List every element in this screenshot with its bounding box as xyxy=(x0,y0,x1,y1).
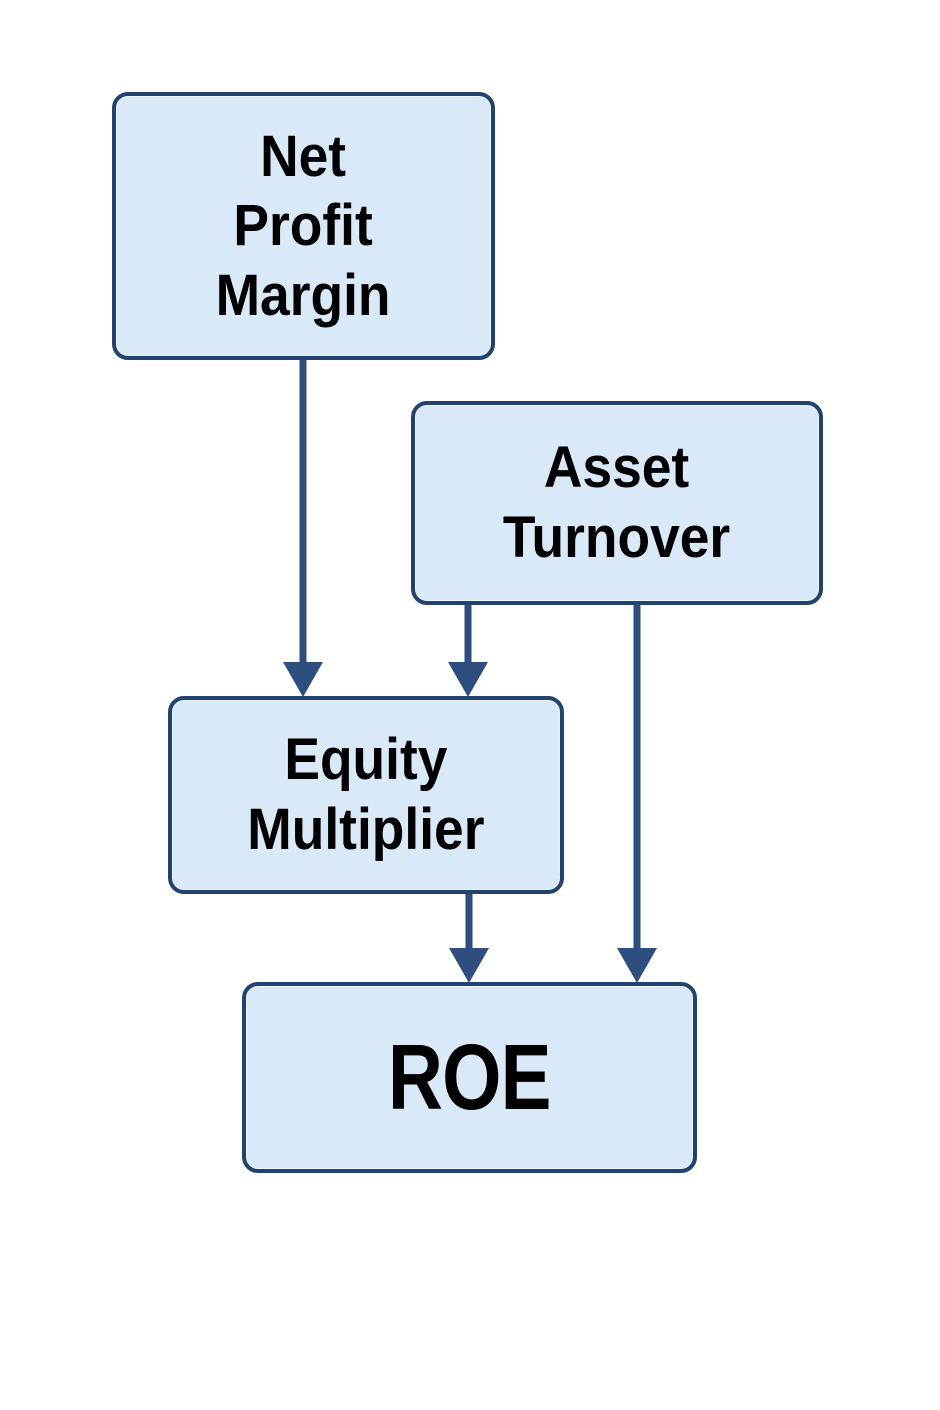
node-label-net-profit-margin: Net Profit Margin xyxy=(216,122,391,331)
label-line: Turnover xyxy=(503,505,731,570)
node-label-asset-turnover: Asset Turnover xyxy=(503,433,730,572)
node-net-profit-margin: Net Profit Margin xyxy=(112,92,495,360)
label-line: Net xyxy=(260,123,347,189)
node-equity-multiplier: Equity Multiplier xyxy=(168,696,564,894)
label-line: Multiplier xyxy=(247,797,485,862)
node-label-equity-multiplier: Equity Multiplier xyxy=(247,725,484,864)
node-roe: ROE xyxy=(242,982,697,1173)
label-line: Margin xyxy=(216,262,391,328)
node-asset-turnover: Asset Turnover xyxy=(411,401,823,605)
edge-asset-turnover-to-roe xyxy=(617,603,657,983)
edge-net-profit-margin-to-equity-multiplier xyxy=(283,358,323,697)
label-line: Asset xyxy=(544,435,690,501)
edge-equity-multiplier-to-roe xyxy=(449,892,489,983)
label-line: ROE xyxy=(388,1024,552,1129)
edge-asset-turnover-to-equity-multiplier xyxy=(448,603,488,697)
node-label-roe: ROE xyxy=(388,1022,552,1134)
label-line: Equity xyxy=(284,727,448,793)
label-line: Profit xyxy=(233,193,374,259)
